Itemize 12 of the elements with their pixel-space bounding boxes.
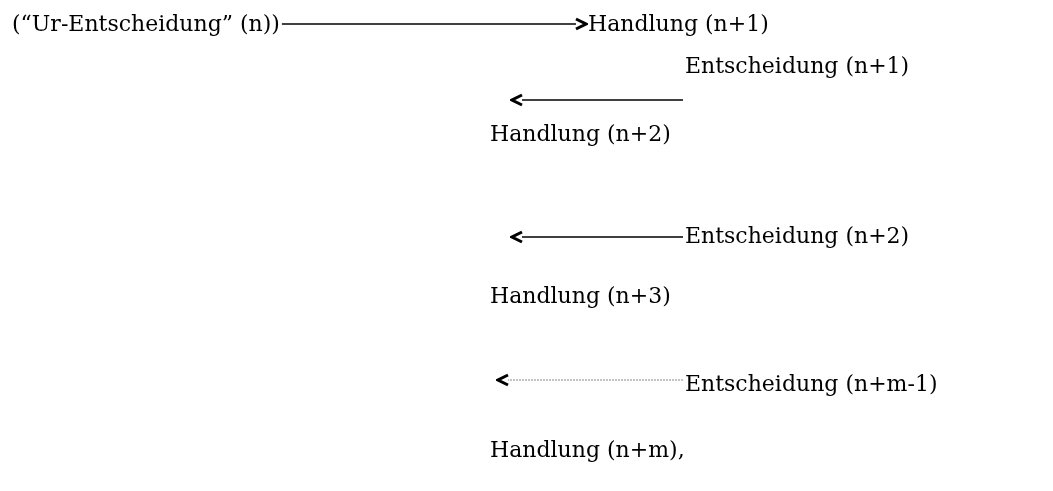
arrow [510, 93, 684, 107]
node-text: Handlung (n+1) [588, 10, 769, 38]
node-text: Entscheidung (n+m-1) [685, 370, 938, 398]
node-text: Handlung (n+m), [490, 436, 685, 464]
node-text: Handlung (n+2) [490, 120, 671, 148]
arrow [510, 230, 684, 244]
node-text: (“Ur-Entscheidung” (n)) [12, 10, 280, 38]
node-text: Entscheidung (n+1) [685, 52, 910, 80]
node-text: Entscheidung (n+2) [685, 222, 910, 250]
arrow [496, 373, 684, 387]
node-text: Handlung (n+3) [490, 282, 671, 310]
arrow [281, 17, 588, 31]
